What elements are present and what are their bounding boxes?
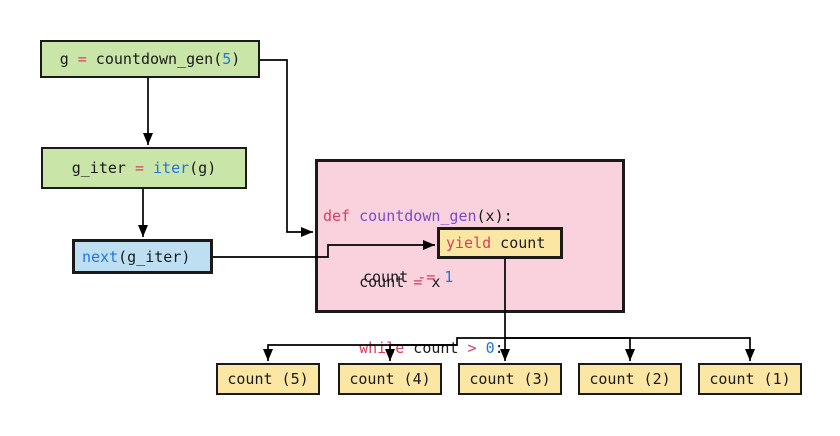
yield-box: yield count (437, 227, 563, 259)
code-line-def: def countdown_gen(x): (323, 207, 513, 225)
code-line-while: while count > 0: (323, 339, 504, 357)
statement-box-g-iter: g_iter = iter(g) (41, 147, 247, 189)
output-label: count (3) (469, 370, 551, 388)
arrow-yield-to-count1 (505, 337, 755, 361)
output-label: count (5) (227, 370, 309, 388)
code-text: g = countdown_gen(5) (59, 50, 241, 68)
output-box-count-1: count (1) (698, 363, 802, 395)
code-text: g_iter = iter(g) (71, 159, 217, 177)
arrow-g-to-generator (260, 59, 313, 237)
output-box-count-5: count (5) (216, 363, 320, 395)
output-label: count (1) (709, 370, 791, 388)
output-box-count-2: count (2) (578, 363, 682, 395)
output-box-count-4: count (4) (338, 363, 442, 395)
arrow-yield-to-count2 (505, 337, 635, 361)
statement-box-next-call: next(g_iter) (72, 239, 213, 274)
output-label: count (2) (589, 370, 671, 388)
code-text: yield count (446, 234, 546, 252)
output-box-count-3: count (3) (458, 363, 562, 395)
code-text: next(g_iter) (82, 247, 191, 266)
code-line-decrement: count -= 1 (363, 268, 454, 286)
statement-box-g-assign: g = countdown_gen(5) (40, 40, 260, 78)
code-line-count-assign: count = x (323, 273, 441, 291)
output-label: count (4) (349, 370, 431, 388)
